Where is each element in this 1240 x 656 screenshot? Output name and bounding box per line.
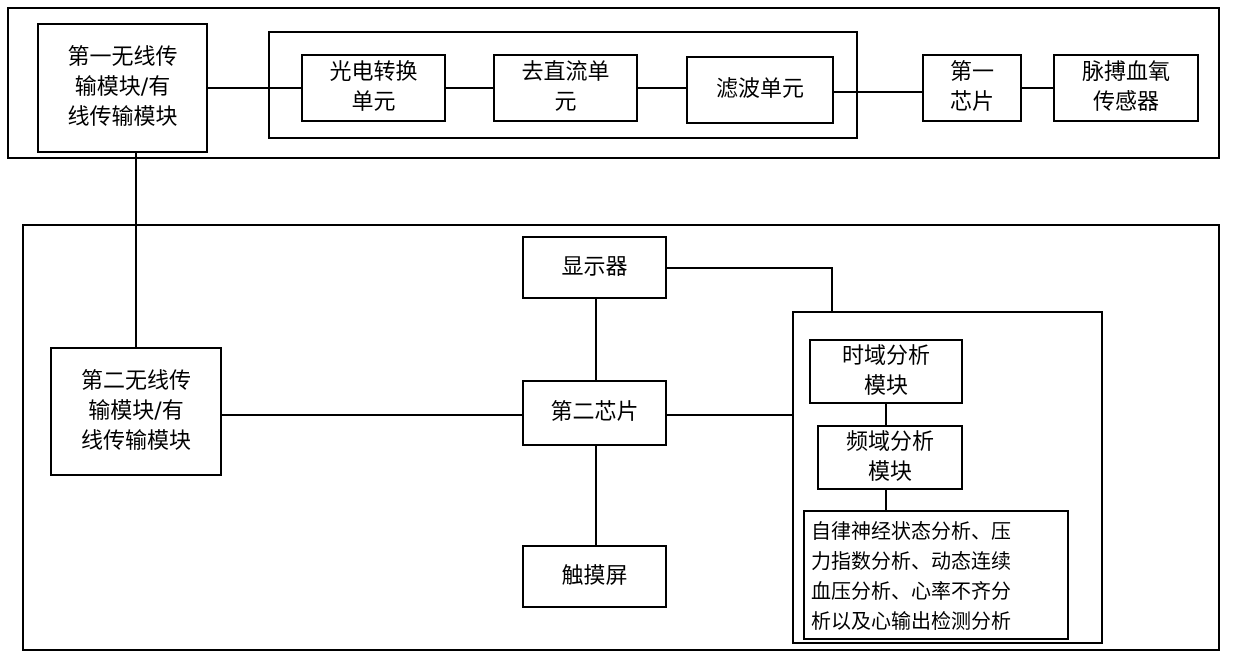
chip1-label: 第一 芯片 bbox=[950, 58, 994, 118]
chip1-box: 第一 芯片 bbox=[922, 54, 1022, 122]
wireless1-label: 第一无线传 输模块/有 线传输模块 bbox=[67, 43, 177, 133]
wireless2-label: 第二无线传 输模块/有 线传输模块 bbox=[81, 367, 191, 457]
time-domain-label: 时域分析 模块 bbox=[842, 342, 930, 402]
sensor-label: 脉搏血氧 传感器 bbox=[1082, 58, 1170, 118]
touchscreen-box: 触摸屏 bbox=[522, 545, 667, 608]
photoelectric-label: 光电转换 单元 bbox=[329, 58, 417, 118]
display-label: 显示器 bbox=[561, 253, 627, 283]
chip2-label: 第二芯片 bbox=[550, 398, 638, 428]
dc-removal-label: 去直流单 元 bbox=[521, 58, 609, 118]
touchscreen-label: 触摸屏 bbox=[561, 562, 627, 592]
time-domain-box: 时域分析 模块 bbox=[809, 339, 963, 404]
photoelectric-box: 光电转换 单元 bbox=[301, 54, 446, 122]
filter-label: 滤波单元 bbox=[716, 75, 804, 105]
freq-domain-label: 频域分析 模块 bbox=[846, 428, 934, 488]
display-box: 显示器 bbox=[522, 236, 667, 299]
wireless1-box: 第一无线传 输模块/有 线传输模块 bbox=[37, 23, 208, 153]
sensor-box: 脉搏血氧 传感器 bbox=[1053, 54, 1199, 122]
analysis-label: 自律神经状态分析、压 力指数分析、动态连续 血压分析、心率不齐分 析以及心输出检… bbox=[811, 516, 1011, 636]
dc-removal-box: 去直流单 元 bbox=[493, 54, 638, 122]
freq-domain-box: 频域分析 模块 bbox=[817, 425, 963, 490]
analysis-box: 自律神经状态分析、压 力指数分析、动态连续 血压分析、心率不齐分 析以及心输出检… bbox=[803, 510, 1069, 640]
filter-box: 滤波单元 bbox=[686, 56, 834, 124]
chip2-box: 第二芯片 bbox=[522, 380, 667, 446]
wireless2-box: 第二无线传 输模块/有 线传输模块 bbox=[50, 347, 222, 476]
